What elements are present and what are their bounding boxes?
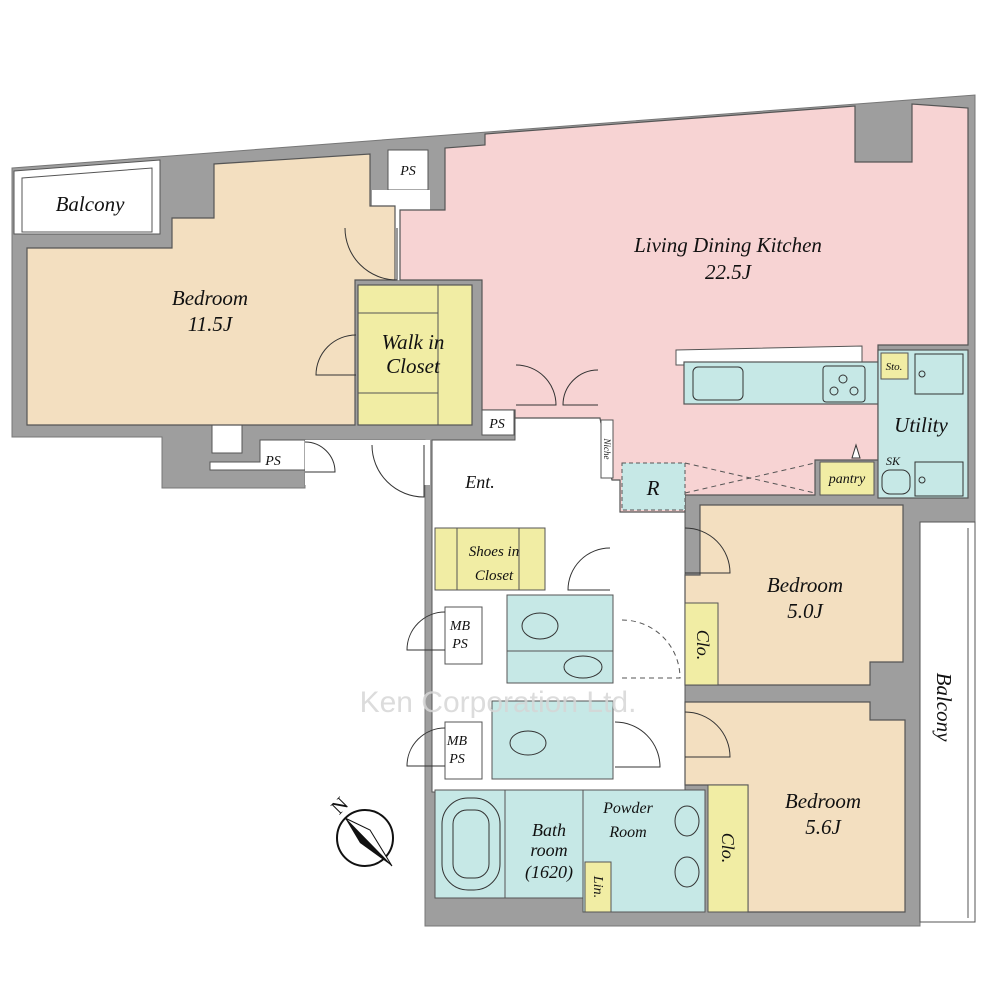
washbasin-icon <box>674 856 700 888</box>
mbps-2-label-1: MB <box>446 734 468 749</box>
toilet-icon <box>521 612 559 640</box>
kitchen-counter <box>683 361 879 405</box>
bedroom-2-size: 5.0J <box>787 599 824 623</box>
powder-label-2: Room <box>608 824 646 841</box>
closet-2-label: Clo. <box>718 833 738 864</box>
refrigerator-space <box>621 462 686 511</box>
washbasin-icon <box>674 805 700 837</box>
bath-label-2: room <box>530 840 567 860</box>
door-arc <box>406 727 446 767</box>
ldk-name: Living Dining Kitchen <box>633 233 822 257</box>
ps-mid-label: PS <box>488 417 505 432</box>
slop-sink-icon <box>881 469 911 495</box>
ps-bottom-label: PS <box>264 454 281 469</box>
bathroom <box>434 789 584 899</box>
balcony-east <box>919 521 976 923</box>
linen-closet <box>584 861 612 913</box>
door-arc <box>614 721 661 768</box>
entrance-label: Ent. <box>464 472 495 492</box>
door-arc <box>684 711 731 758</box>
niche-label: Niche <box>602 438 612 460</box>
balcony-east-label: Balcony <box>932 673 956 742</box>
door-arc <box>371 444 425 498</box>
door-arc <box>567 547 611 591</box>
stove-icon <box>822 365 866 403</box>
washbasin-icon <box>563 655 603 679</box>
north-compass: N <box>327 793 394 867</box>
closet-2 <box>707 784 749 913</box>
utility-label: Utility <box>894 413 948 437</box>
door-arc <box>684 527 731 574</box>
mb-ps-2 <box>444 721 483 780</box>
shoes-label-1: Shoes in <box>469 544 519 560</box>
door-arc <box>406 611 446 651</box>
door-arc <box>344 227 398 281</box>
ps-mid <box>481 409 515 436</box>
walk-in-closet <box>357 284 473 426</box>
living-dining-kitchen <box>399 103 969 513</box>
bathtub-icon <box>441 797 501 891</box>
mbps-1-label-2: PS <box>451 637 468 652</box>
door-arc <box>304 441 336 473</box>
shoes-closet <box>434 527 546 591</box>
toilet-room-2 <box>491 700 614 780</box>
bedroom-2 <box>684 504 904 686</box>
niche <box>600 419 614 479</box>
mbps-2-label-2: PS <box>448 752 465 767</box>
mbps-1-label-1: MB <box>449 619 471 634</box>
sto-label: Sto. <box>886 361 903 373</box>
bedroom-1-size: 11.5J <box>188 312 234 336</box>
ldk-size: 22.5J <box>705 260 753 284</box>
door-arc <box>515 364 557 406</box>
balcony-nw <box>13 159 161 235</box>
storage <box>880 352 909 380</box>
toilet-room-1 <box>506 594 614 684</box>
bath-label-3: (1620) <box>525 862 573 883</box>
closet-1-label: Clo. <box>693 630 713 661</box>
powder-label-1: Powder <box>602 800 654 817</box>
linen-label: Lin. <box>590 875 605 898</box>
shoes-label-2: Closet <box>475 568 514 584</box>
bedroom-3-name: Bedroom <box>785 789 861 813</box>
sk-label: SK <box>886 454 901 468</box>
closet-1 <box>684 602 719 686</box>
bedroom-1-name: Bedroom <box>172 286 248 310</box>
toilet-icon <box>509 730 547 756</box>
mb-ps-1 <box>444 606 483 665</box>
bath-label-1: Bath <box>532 820 566 840</box>
balcony-nw-label: Balcony <box>56 192 125 216</box>
bedroom-1 <box>26 153 396 426</box>
pantry-label: pantry <box>828 472 866 487</box>
watermark: Ken Corporation Ltd. <box>360 686 637 719</box>
pantry <box>819 461 875 496</box>
bedroom-2-name: Bedroom <box>767 573 843 597</box>
wic-label-2: Closet <box>386 354 441 378</box>
bedroom-3-size: 5.6J <box>805 815 842 839</box>
door-arc <box>562 369 599 406</box>
sink-icon <box>692 366 744 401</box>
door-arc <box>315 334 357 376</box>
refrigerator-label: R <box>646 476 660 500</box>
bedroom-3 <box>684 701 906 913</box>
ps-top-label: PS <box>399 164 416 179</box>
wic-label-1: Walk in <box>382 330 445 354</box>
